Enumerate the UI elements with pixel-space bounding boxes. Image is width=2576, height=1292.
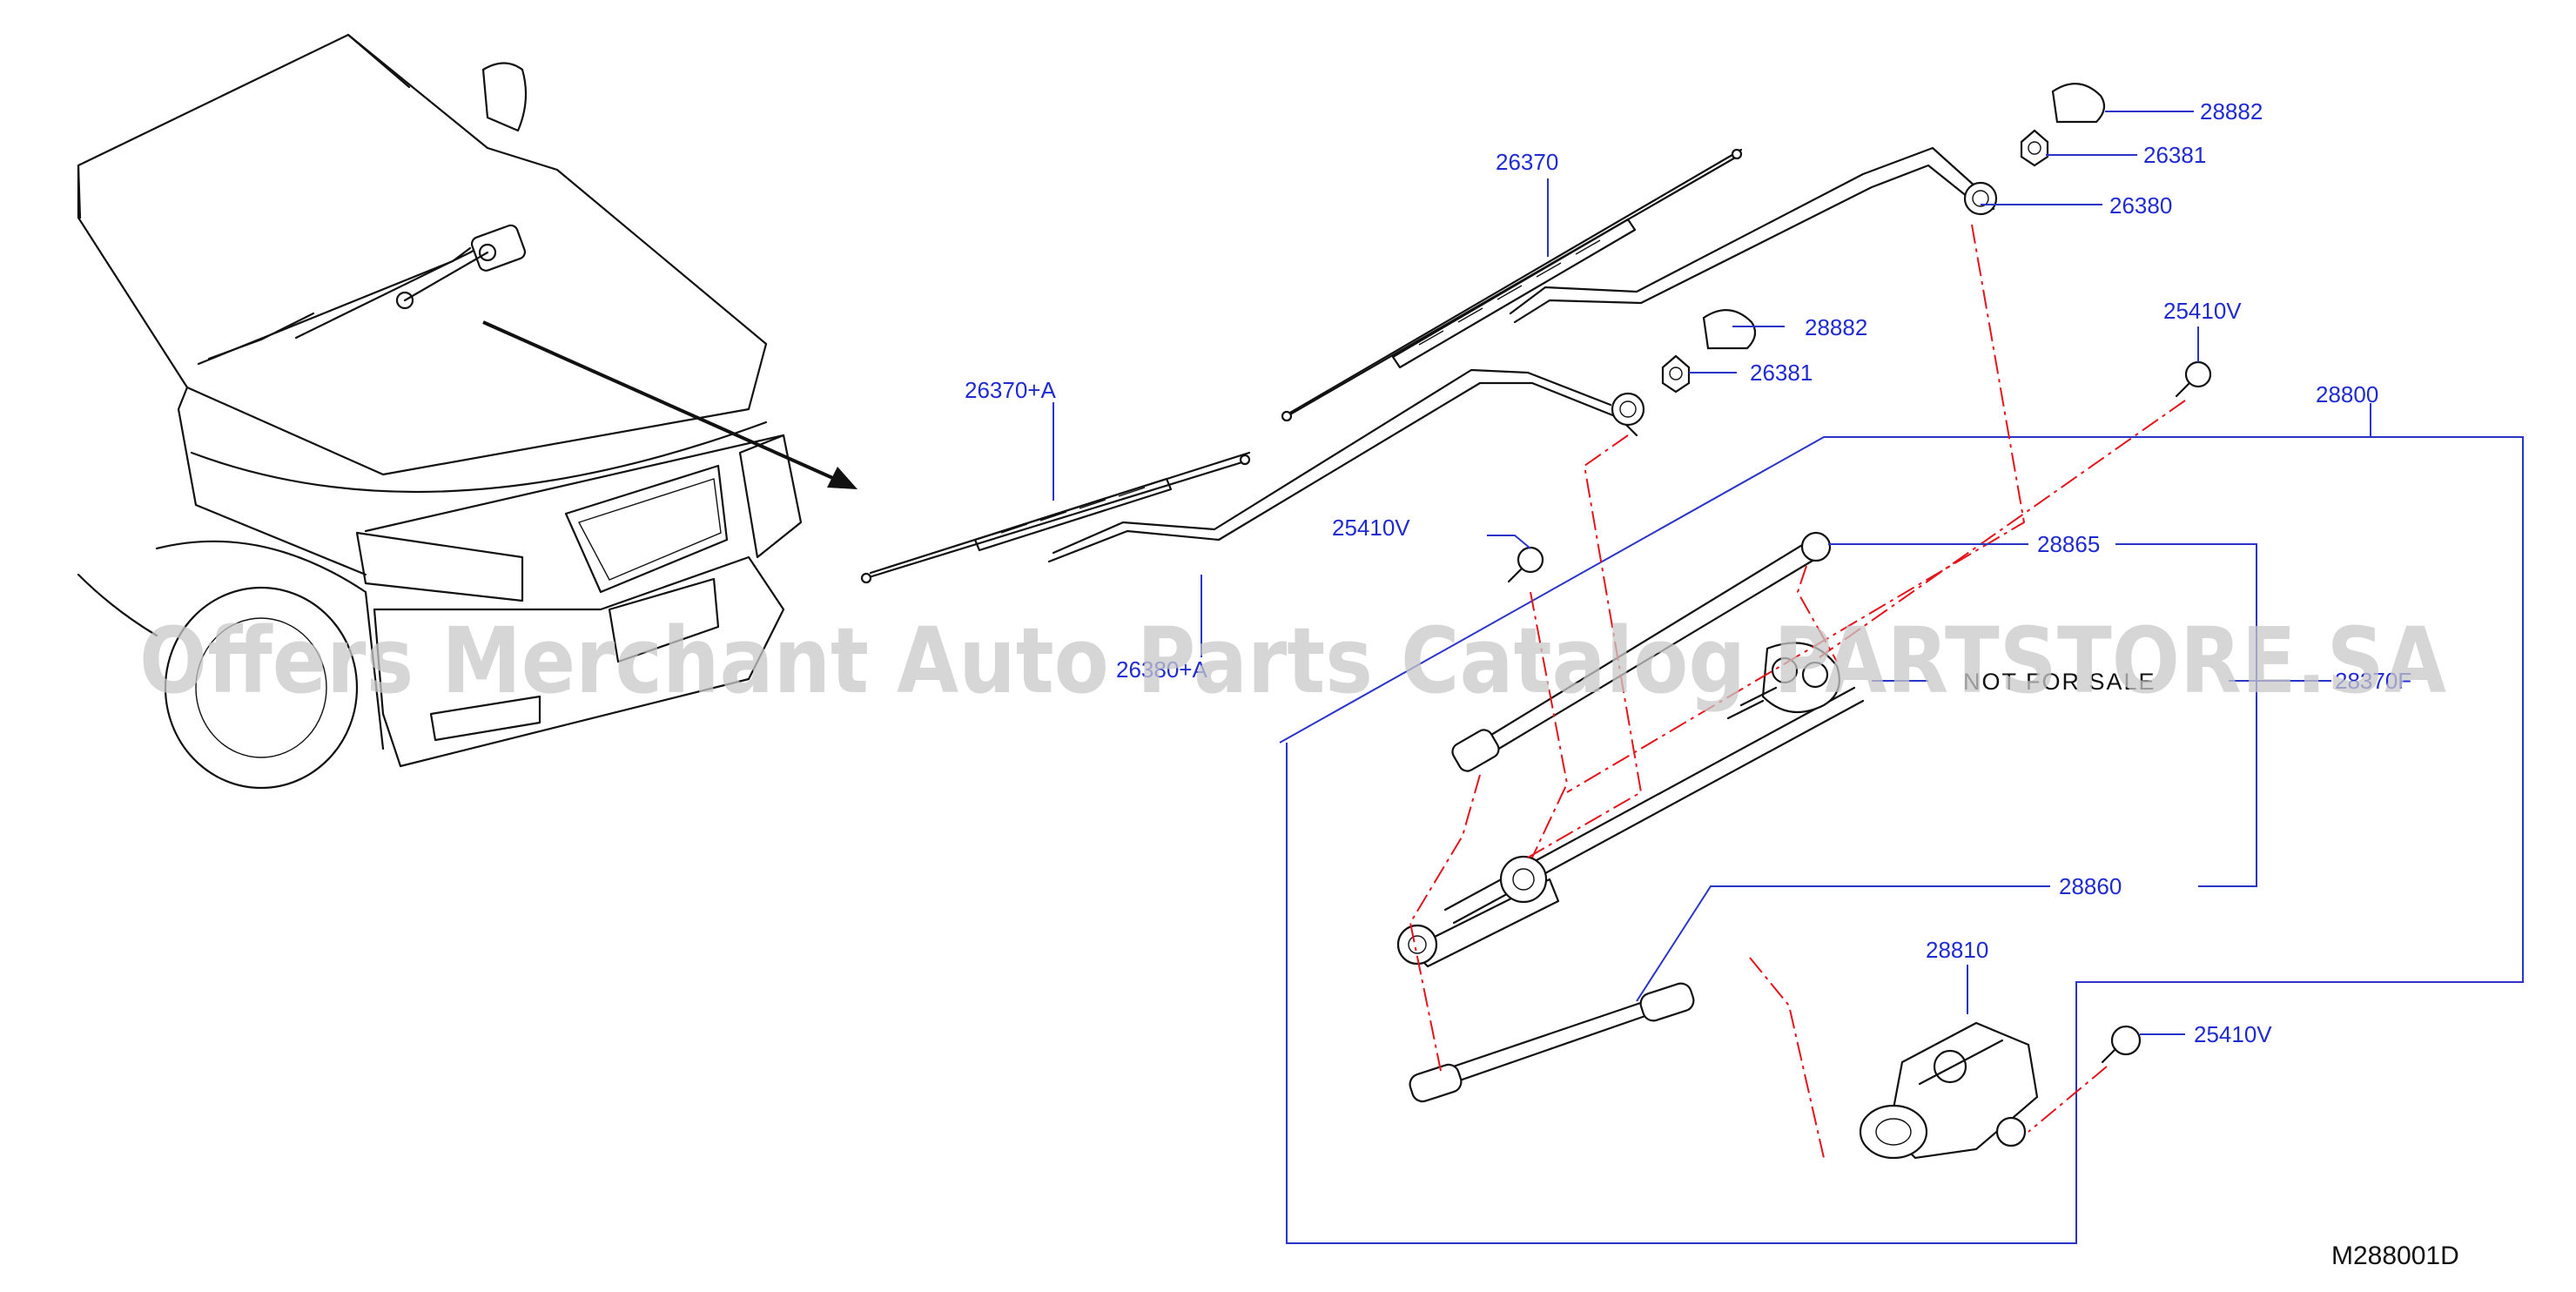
assembly-frame [1279, 403, 2524, 1244]
callout-28882-lower: 28882 [1805, 314, 1867, 340]
bolt-motor [2101, 1025, 2142, 1064]
wiper-blade-assist [860, 451, 1251, 584]
pivot-nut-lower [1661, 354, 1691, 394]
callout-26380-a: 26380+A [1116, 656, 1207, 683]
link-upper [1451, 531, 1832, 772]
assembly-guide-lines [1409, 224, 2186, 1159]
link-lower [1409, 982, 1695, 1103]
bolt-left [1507, 546, 1544, 583]
pivot-cap-upper [2051, 83, 2106, 124]
wiper-arm-driver [1509, 146, 1998, 324]
callout-28810: 28810 [1926, 937, 1988, 963]
pivot-cap-lower [1702, 309, 1757, 350]
callout-28860: 28860 [2059, 873, 2122, 899]
callout-25410v-motor: 25410V [2194, 1021, 2272, 1047]
callout-28882-upper: 28882 [2200, 98, 2263, 124]
callout-28800: 28800 [2316, 381, 2378, 407]
leader-lines [1053, 111, 2331, 1035]
callout-25410v-left: 25410V [1332, 515, 1410, 541]
linkage-frame [1396, 642, 1865, 968]
wiper-blade-driver [1281, 148, 1743, 422]
wiper-motor [1859, 1021, 2039, 1160]
not-for-sale-label: NOT FOR SALE [1963, 669, 2156, 695]
pivot-nut-upper [2020, 129, 2049, 167]
callout-25410v-upper: 25410V [2163, 298, 2242, 324]
callout-26370: 26370 [1496, 149, 1558, 175]
direction-arrow-icon [827, 467, 858, 489]
callout-28370f: 28370F [2335, 668, 2411, 694]
callout-labels: 26370+A 26370 26380+A 26380 28882 26381 … [965, 98, 2411, 1047]
callout-26381-upper: 26381 [2143, 142, 2206, 168]
callout-28865: 28865 [2037, 531, 2100, 557]
callout-26380: 26380 [2109, 192, 2172, 219]
callout-26381-lower: 26381 [1750, 360, 1813, 386]
bolt-upper [2175, 360, 2212, 398]
callout-26370-a: 26370+A [965, 377, 1056, 403]
wiper-arm-assist [1047, 368, 1645, 563]
diagram-code: M288001D [2331, 1242, 2459, 1270]
vehicle-front-illustration [77, 33, 858, 790]
watermark-text: Offers Merchant Auto Parts Catalog PARTS… [139, 608, 2446, 714]
